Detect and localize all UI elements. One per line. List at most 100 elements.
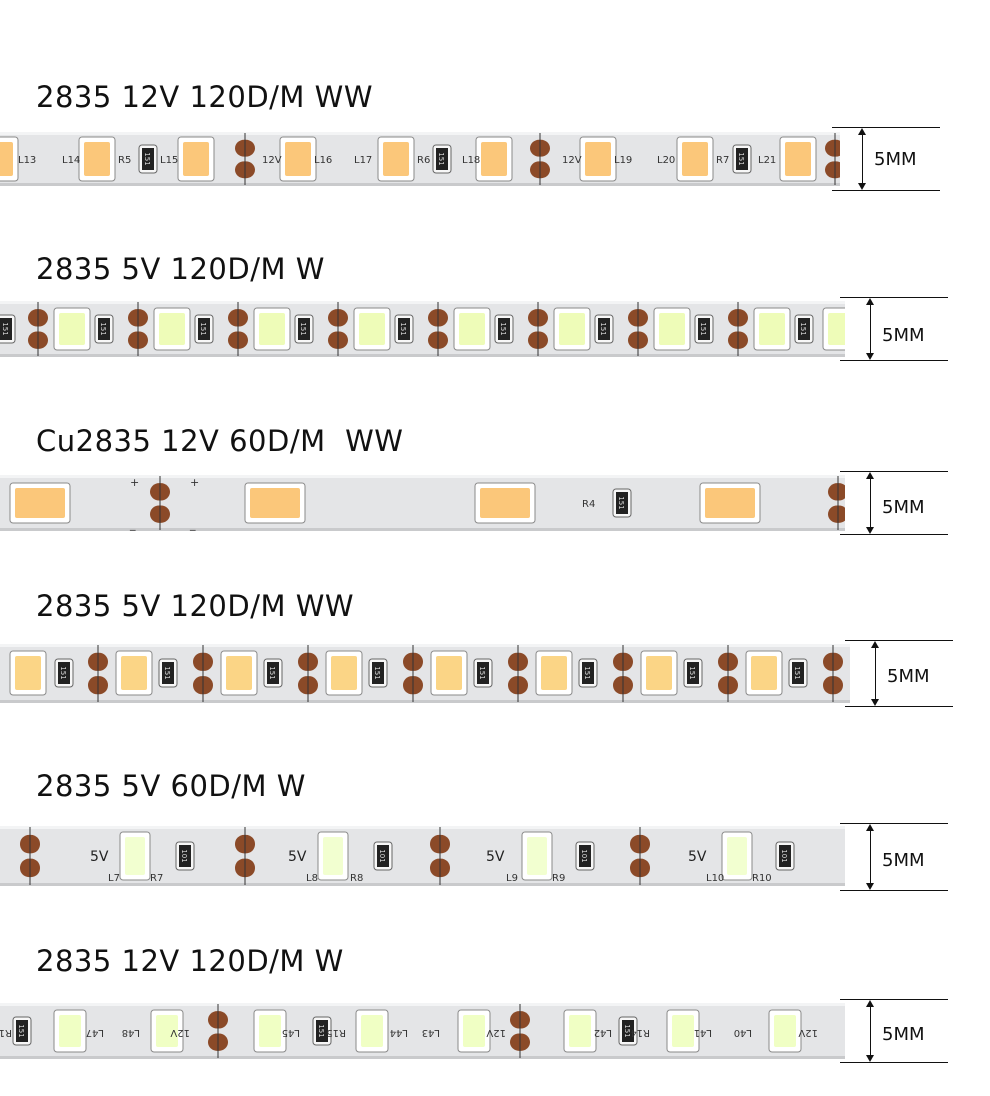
pcb-edge	[0, 183, 840, 186]
resistor-body	[579, 845, 591, 867]
silkscreen-label: L48	[122, 1027, 140, 1038]
resistor-body	[622, 1020, 634, 1042]
silkscreen-label: L14	[62, 155, 80, 166]
resistor-body	[162, 662, 174, 684]
resistor-body	[779, 845, 791, 867]
silkscreen-label: L47	[86, 1027, 104, 1038]
resistor-body	[736, 148, 748, 170]
led-phosphor	[331, 656, 357, 690]
voltage-label: 5V	[486, 849, 505, 865]
resistor-body	[179, 845, 191, 867]
strip-pcb	[0, 301, 845, 357]
silkscreen-label: L44	[390, 1027, 408, 1038]
resistor-marking: 151	[599, 322, 607, 335]
resistor-body	[98, 318, 110, 340]
pcb-edge	[0, 644, 850, 647]
width-dimension: 5MM	[832, 127, 942, 191]
pcb-edge	[0, 700, 850, 703]
led-phosphor	[759, 313, 785, 345]
silkscreen-label: R7	[716, 155, 729, 166]
resistor-marking: 151	[499, 322, 507, 335]
led-strip-12v-120-w: 151151151R16L47L4812VL45R15L44L4312VL42R…	[0, 1003, 845, 1059]
resistor-body	[598, 318, 610, 340]
led-phosphor	[183, 142, 209, 176]
led-phosphor	[15, 488, 65, 518]
resistor-marking: 151	[163, 666, 171, 679]
led-phosphor	[59, 1015, 81, 1047]
strip-title: 2835 5V 60D/M W	[36, 769, 306, 803]
silkscreen-label: L7	[108, 873, 120, 884]
silkscreen-label: R6	[417, 155, 430, 166]
led-phosphor	[361, 1015, 383, 1047]
resistor-body	[377, 845, 389, 867]
resistor-marking: 151	[688, 666, 696, 679]
silkscreen-label: L19	[614, 155, 632, 166]
led-phosphor	[159, 313, 185, 345]
resistor-body	[298, 318, 310, 340]
resistor-marking: 101	[180, 849, 188, 862]
silkscreen-label: 12V	[486, 1027, 506, 1038]
led-phosphor	[541, 656, 567, 690]
silkscreen-label: L9	[506, 873, 518, 884]
strip-title: Cu2835 12V 60D/M WW	[36, 424, 404, 458]
silkscreen-label: L41	[694, 1027, 712, 1038]
led-phosphor	[459, 313, 485, 345]
resistor-body	[616, 492, 628, 514]
solder-pad	[825, 139, 840, 157]
led-phosphor	[751, 656, 777, 690]
silkscreen-label: 12V	[562, 155, 582, 166]
led-phosphor	[323, 837, 343, 875]
resistor-body	[316, 1020, 328, 1042]
resistor-marking: 151	[99, 322, 107, 335]
resistor-marking: 151	[59, 666, 67, 679]
resistor-marking: 151	[1, 322, 9, 335]
width-label: 5MM	[882, 1024, 925, 1045]
resistor-marking: 151	[317, 1024, 325, 1037]
strip-title: 2835 5V 120D/M W	[36, 252, 325, 286]
strip-title: 2835 5V 120D/M WW	[36, 589, 355, 623]
resistor-marking: 101	[378, 849, 386, 862]
resistor-body	[16, 1020, 28, 1042]
silkscreen-label: 12V	[798, 1027, 818, 1038]
resistor-body	[687, 662, 699, 684]
resistor-marking: 151	[199, 322, 207, 335]
led-phosphor	[121, 656, 147, 690]
resistor-marking: 151	[793, 666, 801, 679]
resistor-marking: 151	[299, 322, 307, 335]
resistor-marking: 151	[478, 666, 486, 679]
resistor-marking: 101	[580, 849, 588, 862]
led-phosphor	[15, 656, 41, 690]
width-label: 5MM	[882, 497, 925, 518]
resistor-body	[372, 662, 384, 684]
width-label: 5MM	[887, 666, 930, 687]
strip-title: 2835 12V 120D/M WW	[36, 80, 374, 114]
pcb-edge	[0, 1003, 845, 1006]
led-phosphor	[646, 656, 672, 690]
pcb-edge	[0, 132, 840, 135]
polarity-mark: +	[190, 476, 199, 489]
led-phosphor	[383, 142, 409, 176]
width-dimension: 5MM	[840, 823, 950, 891]
resistor-marking: 151	[737, 152, 745, 165]
strip-title: 2835 12V 120D/M W	[36, 944, 344, 978]
resistor-body	[698, 318, 710, 340]
silkscreen-label: L45	[282, 1027, 300, 1038]
resistor-marking: 151	[583, 666, 591, 679]
led-phosphor	[527, 837, 547, 875]
led-phosphor	[774, 1015, 796, 1047]
resistor-marking: 151	[699, 322, 707, 335]
resistor-body	[0, 318, 12, 340]
polarity-mark: +	[130, 476, 139, 489]
silkscreen-label: L15	[160, 155, 178, 166]
silkscreen-label: L10	[706, 873, 724, 884]
pcb-edge	[0, 883, 845, 886]
resistor-body	[792, 662, 804, 684]
resistor-marking: 151	[799, 322, 807, 335]
led-phosphor	[659, 313, 685, 345]
